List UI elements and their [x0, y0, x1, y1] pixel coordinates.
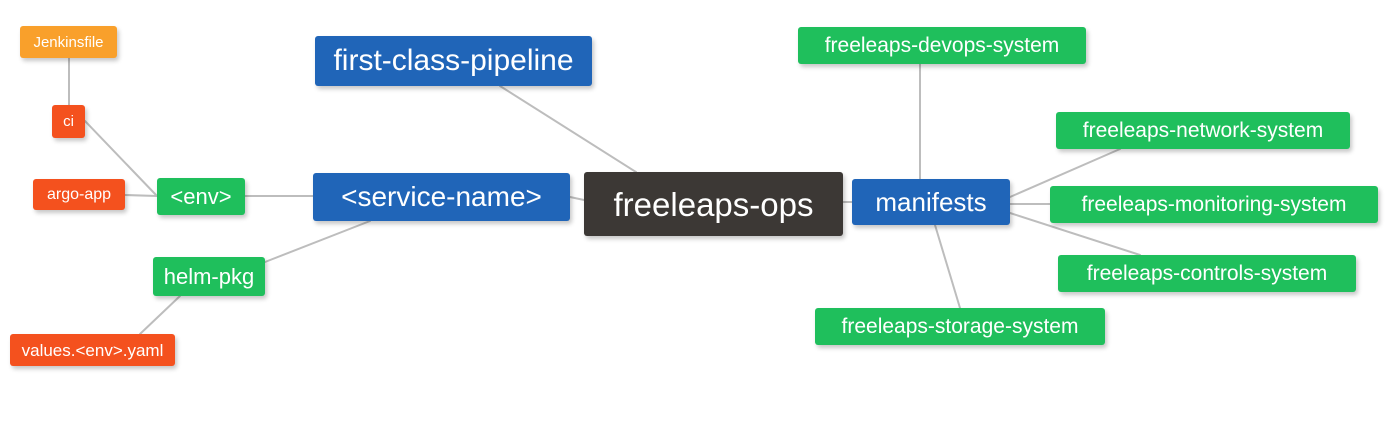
node-freeleaps-controls-system[interactable]: freeleaps-controls-system: [1058, 255, 1356, 292]
node-label-freeleaps-controls-system: freeleaps-controls-system: [1086, 262, 1328, 285]
node-label-freeleaps-monitoring-system: freeleaps-monitoring-system: [1081, 193, 1347, 216]
node-freeleaps-network-system[interactable]: freeleaps-network-system: [1056, 112, 1350, 149]
node-label-manifests: manifests: [875, 187, 987, 217]
node-label-argo-app: argo-app: [46, 185, 112, 203]
node-label-freeleaps-network-system: freeleaps-network-system: [1082, 119, 1324, 142]
node-first-class-pipeline[interactable]: first-class-pipeline: [315, 36, 592, 86]
node-label-env: <env>: [170, 183, 232, 209]
node-freeleaps-storage-system[interactable]: freeleaps-storage-system: [815, 308, 1105, 345]
node-env[interactable]: <env>: [157, 178, 245, 215]
node-label-jenkinsfile: Jenkinsfile: [33, 33, 104, 51]
edge-service-name-to-freeleaps-ops: [569, 196, 585, 201]
node-values-yaml[interactable]: values.<env>.yaml: [10, 334, 175, 366]
node-service-name[interactable]: <service-name>: [313, 173, 570, 221]
node-helm-pkg[interactable]: helm-pkg: [153, 257, 265, 296]
edge-manifests-to-freeleaps-storage-system: [934, 224, 961, 309]
node-argo-app[interactable]: argo-app: [33, 179, 125, 210]
node-label-values-yaml: values.<env>.yaml: [21, 340, 164, 360]
node-ci[interactable]: ci: [52, 105, 85, 138]
edge-helm-pkg-to-service-name: [264, 220, 371, 263]
node-freeleaps-ops[interactable]: freeleaps-ops: [584, 172, 843, 236]
node-label-service-name: <service-name>: [341, 181, 542, 212]
node-jenkinsfile[interactable]: Jenkinsfile: [20, 26, 117, 58]
node-freeleaps-devops-system[interactable]: freeleaps-devops-system: [798, 27, 1086, 64]
node-label-freeleaps-storage-system: freeleaps-storage-system: [841, 315, 1079, 338]
node-freeleaps-monitoring-system[interactable]: freeleaps-monitoring-system: [1050, 186, 1378, 223]
node-label-ci: ci: [63, 113, 74, 130]
edge-first-class-pipeline-to-freeleaps-ops: [499, 85, 637, 173]
node-label-freeleaps-devops-system: freeleaps-devops-system: [824, 34, 1060, 57]
node-label-helm-pkg: helm-pkg: [163, 263, 255, 289]
node-label-first-class-pipeline: first-class-pipeline: [333, 44, 574, 77]
edge-argo-app-to-env: [124, 194, 158, 197]
node-manifests[interactable]: manifests: [852, 179, 1010, 225]
node-label-freeleaps-ops: freeleaps-ops: [613, 185, 814, 223]
edge-values-yaml-to-helm-pkg: [139, 295, 181, 335]
